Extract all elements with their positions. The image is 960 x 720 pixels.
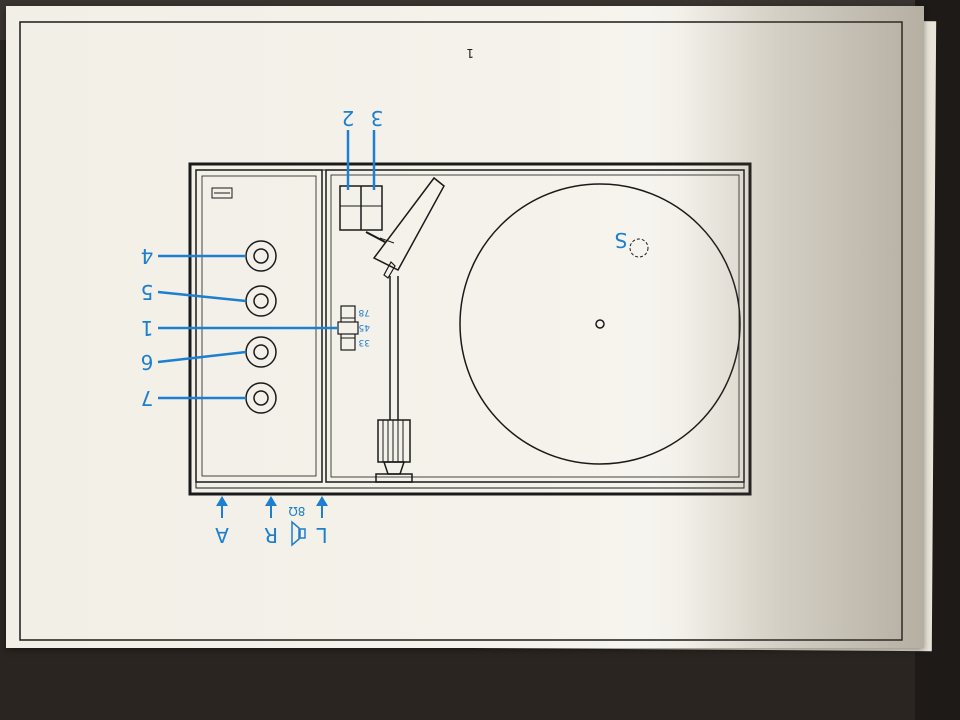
platter <box>459 183 741 465</box>
label-4: 4 <box>141 244 154 268</box>
tonearm <box>365 176 445 483</box>
leader-5 <box>157 290 247 303</box>
page-border <box>19 21 903 641</box>
label-2: 2 <box>342 106 355 130</box>
indicator-slot <box>211 187 233 199</box>
knob-7 <box>245 382 277 414</box>
page-number: 1 <box>466 46 474 60</box>
label-1: 1 <box>141 316 154 340</box>
label-6: 6 <box>141 350 154 374</box>
background-surface-bottom <box>0 640 960 720</box>
label-impedance: 8Ω <box>289 504 306 518</box>
deck-area-inner <box>330 174 740 478</box>
knob-5 <box>245 285 277 317</box>
label-l: L <box>316 523 328 547</box>
label-5: 5 <box>141 280 154 304</box>
speed-selector <box>337 305 359 351</box>
speed-33: 33 <box>359 337 370 347</box>
leader-6 <box>157 350 247 364</box>
knob-6 <box>245 336 277 368</box>
control-panel <box>195 169 323 483</box>
platter-marker-circle <box>629 238 649 258</box>
label-s: S <box>615 228 628 252</box>
speed-45: 45 <box>359 322 370 332</box>
knob-4 <box>245 240 277 272</box>
label-a: A <box>215 523 229 547</box>
cartridge-holder <box>339 185 383 231</box>
label-7: 7 <box>141 386 154 410</box>
label-3: 3 <box>371 106 384 130</box>
spindle <box>595 319 605 329</box>
label-r: R <box>264 523 278 547</box>
speed-78: 78 <box>358 307 370 317</box>
speaker-icon <box>291 520 306 547</box>
control-panel-inner <box>201 175 317 477</box>
deck-area <box>325 169 745 483</box>
